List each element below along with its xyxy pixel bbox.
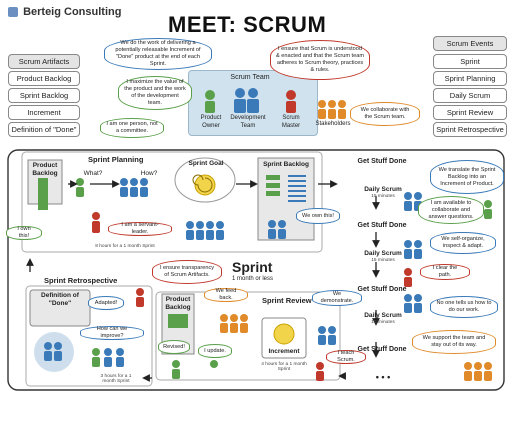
sprint-backlog-button[interactable]: Sprint Backlog [8, 88, 80, 103]
scrum-artifacts-header[interactable]: Scrum Artifacts [8, 54, 80, 69]
stakeholders-figure [318, 100, 346, 119]
product-owner-label: Product Owner [200, 115, 222, 129]
page-title: MEET: SCRUM [168, 12, 327, 37]
daily-scrum-button[interactable]: Daily Scrum [433, 88, 507, 103]
development-team-label: Development Team [230, 115, 266, 129]
sprint-retrospective-title: Sprint Retrospective [44, 276, 118, 285]
daily-minutes-2: 15 minutes [371, 258, 395, 263]
product-owner-figure [205, 90, 215, 113]
get-stuff-done-3: Get Stuff Done [357, 286, 407, 293]
sm-ensure-bubble: I ensure that Scrum is understood & enac… [270, 40, 370, 80]
development-team-figure [234, 88, 259, 113]
sprint-goal-label: Sprint Goal [188, 160, 224, 167]
pb-stack [38, 178, 48, 210]
planning-product-backlog-label: Product Backlog [32, 162, 58, 177]
logo-icon [8, 7, 18, 18]
definition-of-done-button[interactable]: Definition of "Done" [8, 122, 80, 137]
increment-shell-icon [273, 323, 295, 345]
increment-label: Increment [268, 348, 300, 355]
scrum-team-label: Scrum Team [230, 74, 270, 81]
sprint-backlog-card [257, 157, 315, 241]
get-stuff-done-2: Get Stuff Done [357, 222, 407, 229]
how-label: How? [140, 170, 158, 177]
dev-team-bubble: We do the work of delivering a potential… [104, 38, 212, 70]
dod-label: Definition of "Done" [41, 292, 79, 307]
translate-bubble: We translate the Sprint Backlog into an … [430, 160, 504, 194]
get-stuff-done-4: Get Stuff Done [357, 346, 407, 353]
scrum-events-header[interactable]: Scrum Events [433, 36, 507, 51]
daily-minutes-3: 15 minutes [371, 320, 395, 325]
retro-box [25, 285, 153, 387]
logo: Berteig Consulting [8, 6, 121, 18]
sprint-planning-button[interactable]: Sprint Planning [433, 71, 507, 86]
retro-timebox: 3 hours for a 1 month Sprint [100, 374, 132, 384]
stakeholders-bubble: We collaborate with the Scrum team. [350, 102, 420, 126]
adapted-bubble: Adapted! [88, 296, 124, 310]
get-stuff-done-1: Get Stuff Done [357, 158, 407, 165]
sprint-title: Sprint [232, 259, 273, 275]
scrum-master-label: Scrum Master [281, 115, 301, 129]
update-bubble: I update. [198, 344, 232, 358]
daily-scrum-3: Daily Scrum [364, 312, 402, 319]
sprint-retrospective-button[interactable]: Sprint Retrospective [433, 122, 507, 137]
review-timebox: 4 hours for a 1 month Sprint [261, 362, 307, 372]
improve-bubble: How can we improve? [80, 326, 144, 340]
daily-scrum-2: Daily Scrum [364, 250, 402, 257]
review-box [155, 291, 341, 381]
available-bubble: I am available to collaborate and answer… [418, 196, 484, 224]
sprint-button[interactable]: Sprint [433, 54, 507, 69]
sprint-loop [7, 149, 505, 391]
planning-box [21, 151, 323, 253]
servant-leader-bubble: I am a servant-leader. [108, 222, 172, 236]
po-one-person-bubble: I am one person, not a committee. [100, 118, 164, 138]
scrum-master-figure [286, 90, 296, 113]
no-one-bubble: No one tells us how to do our work. [430, 296, 498, 318]
i-own-this-bubble: I own this! [6, 226, 42, 240]
stakeholders-label: Stakeholders [315, 121, 351, 127]
sprint-subtitle: 1 month or less [232, 276, 274, 282]
support-bubble: We support the team and stay out of its … [412, 330, 496, 354]
po-maximize-bubble: I maximize the value of the product and … [118, 76, 192, 110]
increment-button[interactable]: Increment [8, 105, 80, 120]
review-product-backlog-label: Product Backlog [165, 296, 191, 311]
transparency-bubble: I ensure transparency of Scrum Artifacts… [152, 260, 222, 284]
planning-timebox: 8 hours for a 1 month Sprint [95, 244, 155, 249]
feed-back-bubble: We feed back. [204, 288, 248, 302]
sprint-review-button[interactable]: Sprint Review [433, 105, 507, 120]
product-backlog-button[interactable]: Product Backlog [8, 71, 80, 86]
we-own-this-bubble: We own this! [296, 208, 340, 224]
self-organize-bubble: We self-organize, inspect & adapt. [430, 232, 496, 254]
teach-scrum-bubble: I teach Scrum. [326, 350, 366, 364]
clear-path-bubble: I clear the path. [420, 264, 470, 280]
retro-circle [34, 332, 74, 372]
daily-minutes-1: 15 minutes [371, 194, 395, 199]
ellipsis: • • • [375, 372, 391, 382]
dod-card [29, 289, 91, 327]
sprint-backlog-label: Sprint Backlog [263, 161, 309, 168]
revised-bubble: Revised! [158, 340, 190, 354]
what-label: What? [83, 170, 103, 177]
sprint-review-title: Sprint Review [262, 296, 312, 305]
daily-scrum-1: Daily Scrum [364, 186, 402, 193]
demonstrate-bubble: We demonstrate. [312, 290, 362, 306]
sprint-planning-title: Sprint Planning [88, 155, 144, 164]
logo-text: Berteig Consulting [23, 6, 122, 18]
